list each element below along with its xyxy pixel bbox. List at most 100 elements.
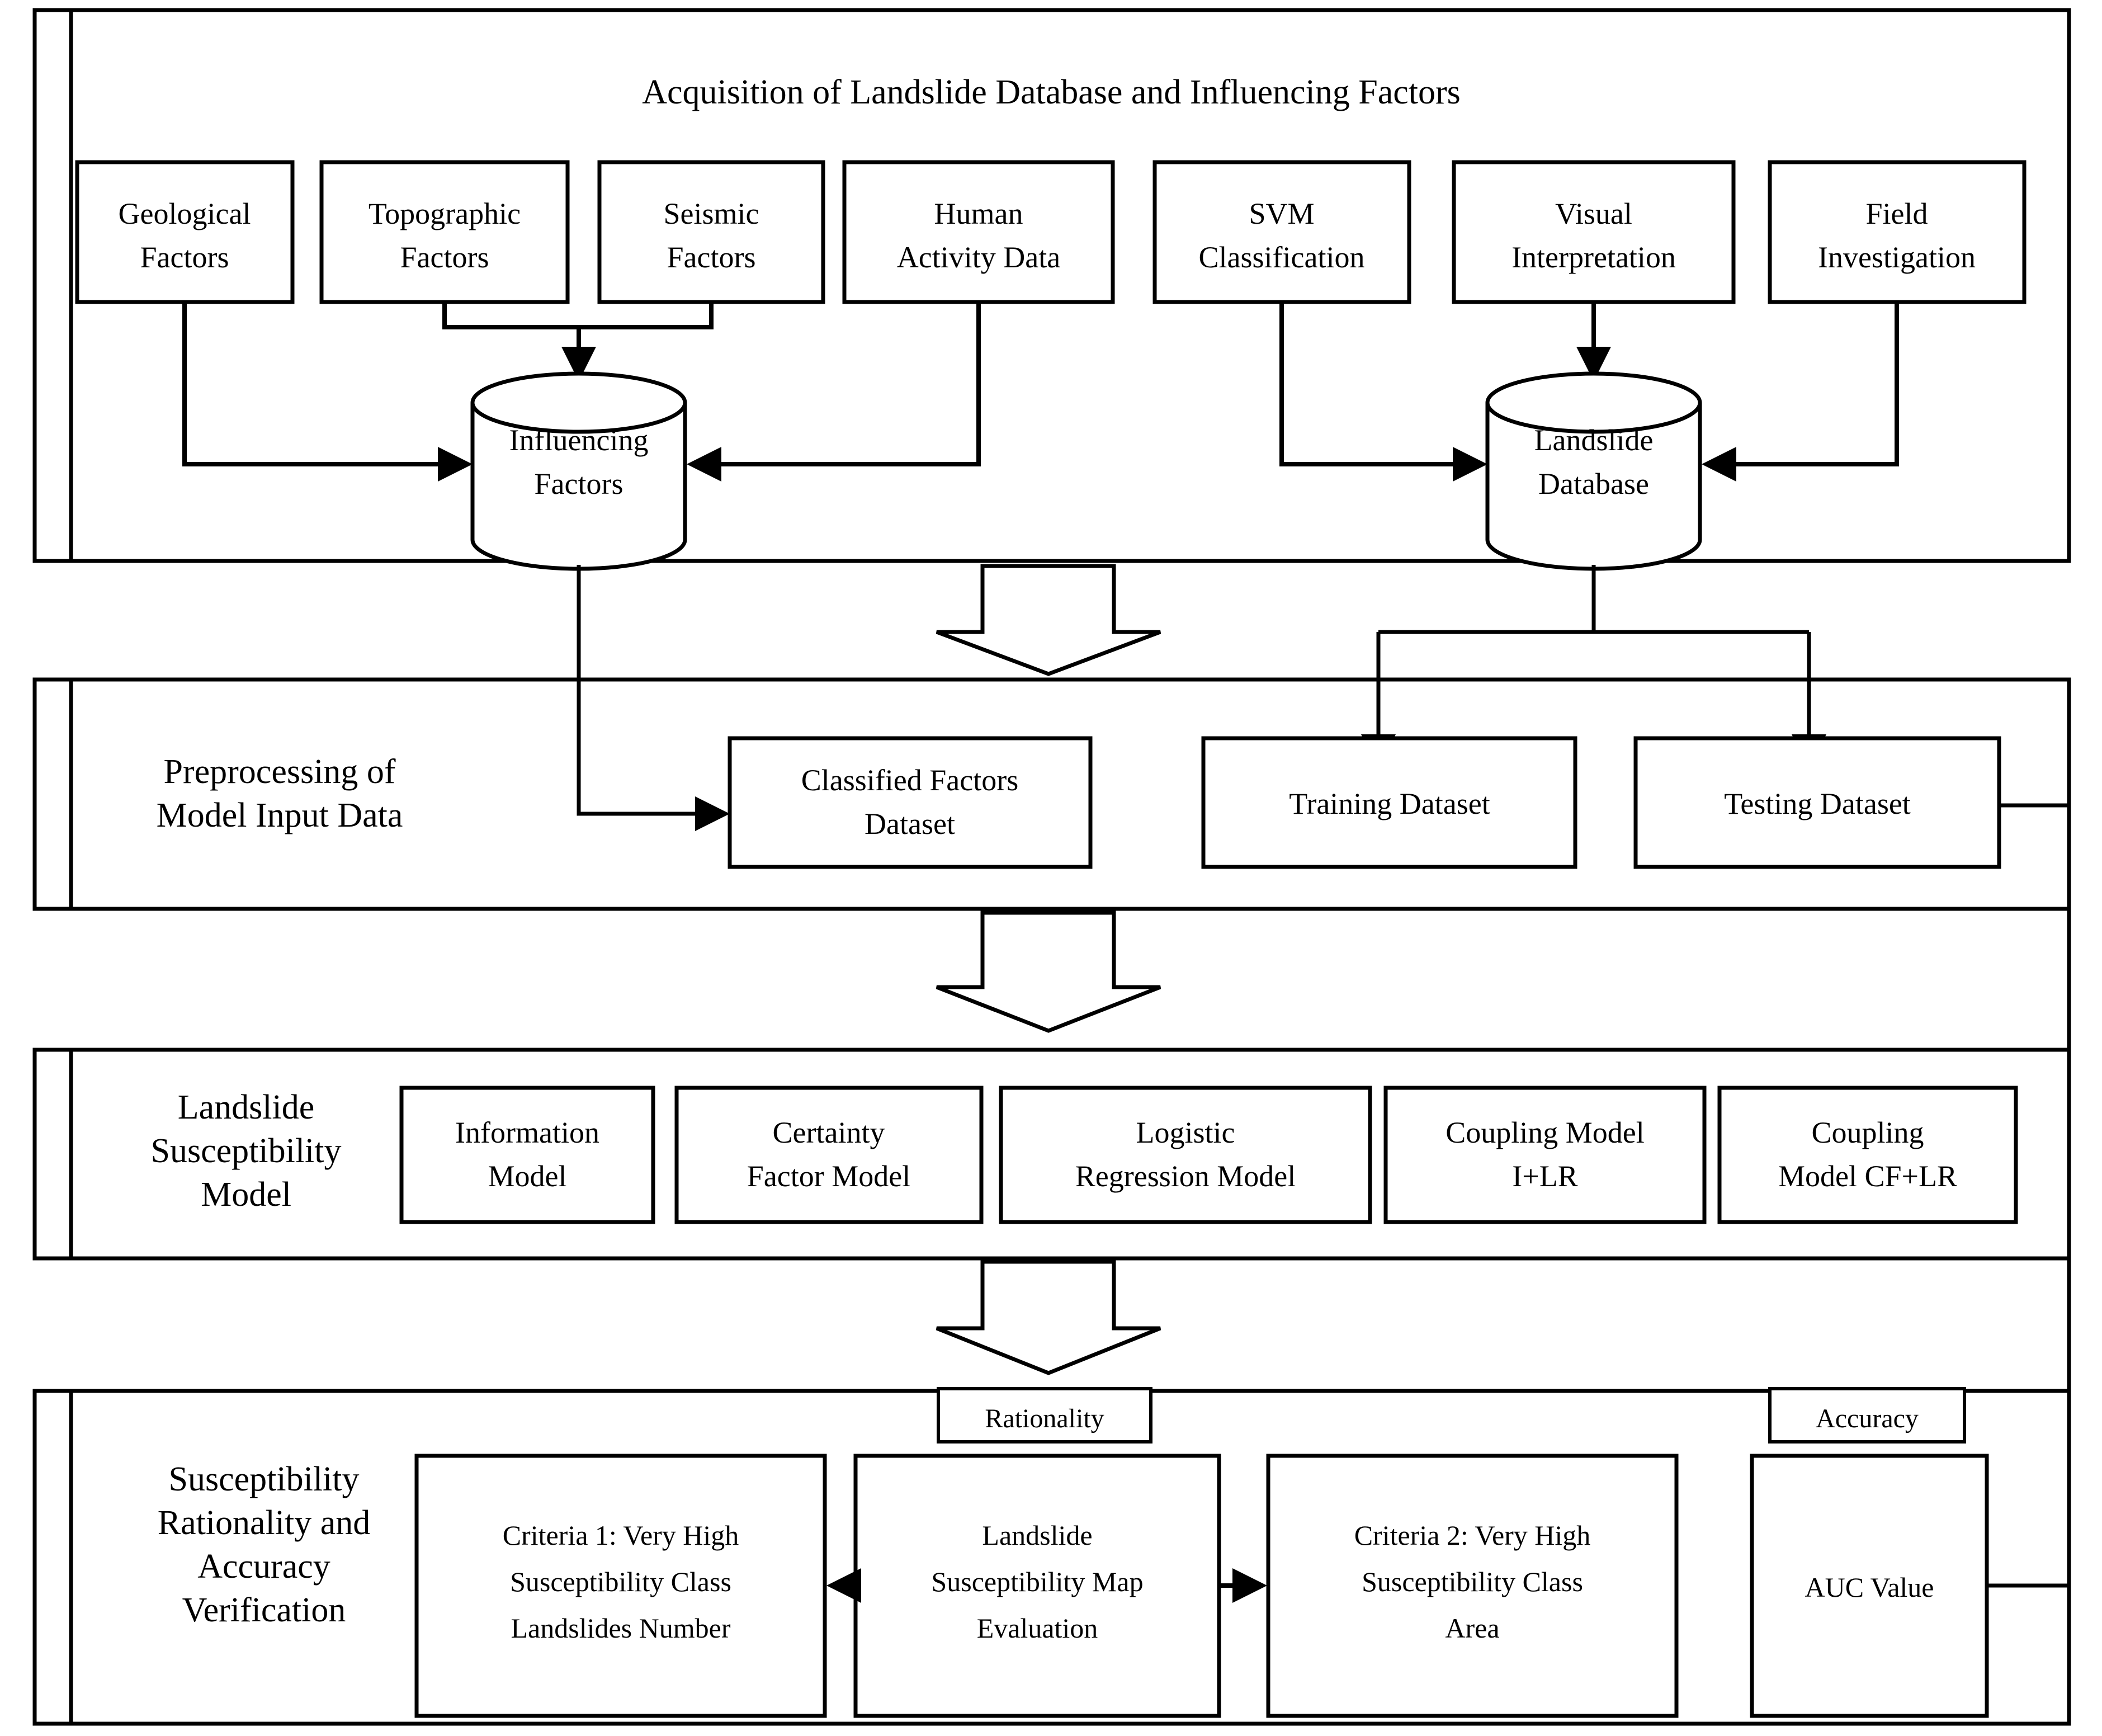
verification-stage-label-line4: Verification: [182, 1591, 346, 1629]
node-coupling-model-ilr[interactable]: [1383, 1086, 1707, 1224]
certainty-line1: Certainty: [773, 1116, 885, 1149]
lsme-line3: Evaluation: [977, 1612, 1098, 1644]
criteria2-line2: Susceptibility Class: [1362, 1566, 1583, 1597]
model-panel-inner: [69, 1048, 2071, 1261]
store-influencing-factors[interactable]: [470, 371, 687, 571]
geological-line1: Geological: [119, 197, 251, 230]
arrowhead-into-landslidedb-right: [1702, 447, 1736, 482]
verification-stage-label-line3: Accuracy: [197, 1548, 330, 1586]
preprocessing-stage-label-line1: Preprocessing of: [164, 753, 396, 791]
node-classified-factors-dataset[interactable]: [728, 736, 1093, 869]
arrowhead-into-landslidedb-top: [1576, 347, 1611, 381]
logistic-line2: Regression Model: [1075, 1159, 1296, 1193]
connector-human-to-influencing: [713, 302, 981, 466]
visual-line2: Interpretation: [1511, 240, 1676, 274]
node-information-model[interactable]: [399, 1086, 655, 1224]
node-auc-value[interactable]: [1750, 1454, 1989, 1718]
topographic-line1: Topographic: [369, 197, 521, 230]
criteria2-line3: Area: [1445, 1612, 1499, 1644]
model-stage-label-line1: Landslide: [178, 1088, 315, 1126]
node-criteria-1[interactable]: [414, 1454, 827, 1718]
verification-stage-label-line2: Rationality and: [158, 1504, 371, 1542]
information-line1: Information: [455, 1116, 599, 1149]
section-acquisition: Acquisition of Landslide Database and In…: [32, 8, 2071, 571]
tag-accuracy-box[interactable]: [1768, 1387, 1966, 1443]
node-landslide-susceptibility-map-evaluation[interactable]: [853, 1454, 1221, 1718]
block-arrow-model-to-verification: [936, 1259, 1161, 1375]
connector-geological-to-influencing: [182, 302, 447, 466]
criteria1-line2: Susceptibility Class: [510, 1566, 731, 1597]
tag-rationality-box[interactable]: [937, 1387, 1152, 1443]
seismic-line1: Seismic: [664, 197, 759, 230]
lsme-line1: Landslide: [982, 1520, 1092, 1551]
coupling-ilr-line1: Coupling Model: [1446, 1116, 1645, 1149]
node-criteria-2[interactable]: [1266, 1454, 1679, 1718]
human-line2: Activity Data: [897, 240, 1060, 274]
connector-influencing-to-classified: [577, 565, 705, 816]
arrowhead-into-landslidedb-left: [1453, 447, 1487, 482]
arrowhead-into-influencing-top: [561, 347, 596, 381]
arrowhead-into-classified-dataset: [695, 796, 730, 831]
topographic-line2: Factors: [400, 240, 489, 274]
node-testing-dataset[interactable]: [1633, 736, 2001, 869]
classified-line1: Classified Factors: [801, 763, 1018, 797]
node-training-dataset[interactable]: [1201, 736, 1577, 869]
tag-accuracy-label: Accuracy: [1816, 1404, 1919, 1433]
influencing-line2: Factors: [535, 467, 623, 501]
svm-line2: Classification: [1199, 240, 1365, 274]
svm-line1: SVM: [1249, 197, 1314, 230]
landslidedb-line2: Database: [1538, 467, 1649, 501]
model-stage-label-line3: Model: [201, 1176, 291, 1214]
seismic-line2: Factors: [667, 240, 756, 274]
lsme-line2: Susceptibility Map: [931, 1566, 1143, 1597]
testing-label: Testing Dataset: [1724, 787, 1911, 820]
connector-topo-seismic-bracket: [442, 302, 714, 329]
section-verification: Susceptibility Rationality and Accuracy …: [32, 1387, 2071, 1726]
node-visual-interpretation[interactable]: [1452, 160, 1736, 304]
criteria1-line1: Criteria 1: Very High: [503, 1520, 739, 1551]
section-preprocessing: Preprocessing of Model Input Data Classi…: [32, 677, 2071, 911]
arrowhead-into-criteria1: [826, 1568, 861, 1603]
block-arrow-preprocessing-to-model: [936, 911, 1161, 1033]
visual-line1: Visual: [1555, 197, 1632, 230]
node-certainty-factor-model[interactable]: [674, 1086, 984, 1224]
tag-rationality-label: Rationality: [985, 1404, 1104, 1433]
preprocessing-panel-inner: [69, 677, 2071, 911]
logistic-line1: Logistic: [1136, 1116, 1235, 1149]
auc-label: AUC Value: [1805, 1572, 1934, 1603]
connector-field-to-landslidedb: [1728, 302, 1899, 466]
coupling-cflr-line2: Model CF+LR: [1778, 1159, 1957, 1193]
block-arrow-acquisition-to-preprocessing: [936, 564, 1161, 676]
acquisition-title: Acquisition of Landslide Database and In…: [642, 73, 1460, 111]
arrowhead-into-criteria2: [1232, 1568, 1267, 1603]
landslidedb-line1: Landslide: [1534, 423, 1654, 457]
criteria2-line1: Criteria 2: Very High: [1354, 1520, 1591, 1551]
node-coupling-model-cflr[interactable]: [1717, 1086, 2018, 1224]
node-logistic-regression-model[interactable]: [999, 1086, 1372, 1224]
acquisition-panel-inner: [69, 8, 2071, 563]
geological-line2: Factors: [140, 240, 229, 274]
node-geological-factors[interactable]: [75, 160, 295, 304]
field-line2: Investigation: [1818, 240, 1976, 274]
store-landslide-database[interactable]: [1485, 371, 1702, 571]
arrowhead-into-influencing-right: [687, 447, 721, 482]
human-line1: Human: [934, 197, 1023, 230]
coupling-ilr-line2: I+LR: [1512, 1159, 1577, 1193]
model-stage-label-line2: Susceptibility: [151, 1132, 342, 1170]
training-label: Training Dataset: [1289, 787, 1490, 820]
information-line2: Model: [488, 1159, 567, 1193]
criteria1-line3: Landslides Number: [511, 1612, 731, 1644]
certainty-line2: Factor Model: [747, 1159, 910, 1193]
node-svm-classification[interactable]: [1152, 160, 1411, 304]
connector-svm-to-landslidedb: [1279, 302, 1462, 466]
node-human-activity-data[interactable]: [842, 160, 1115, 304]
coupling-cflr-line1: Coupling: [1811, 1116, 1924, 1149]
classified-line2: Dataset: [865, 807, 955, 841]
field-line1: Field: [1865, 197, 1928, 230]
connector-landslidedb-split: [1376, 565, 1811, 744]
node-topographic-factors[interactable]: [319, 160, 570, 304]
node-field-investigation[interactable]: [1768, 160, 2027, 304]
node-seismic-factors[interactable]: [597, 160, 825, 304]
preprocessing-stage-label-line2: Model Input Data: [157, 796, 403, 834]
